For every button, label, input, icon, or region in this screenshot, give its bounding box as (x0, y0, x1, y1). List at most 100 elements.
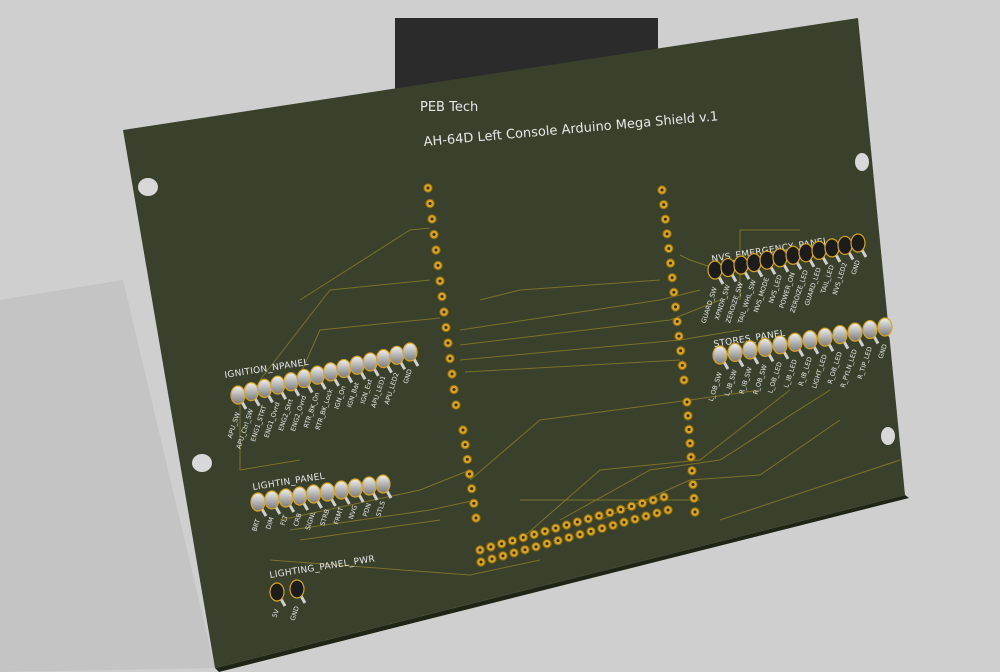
pad-hole (688, 441, 692, 445)
company-label: PEB Tech (420, 100, 478, 115)
pad-hole (622, 520, 626, 524)
mounting-hole (881, 427, 895, 445)
pad-hole (512, 551, 516, 555)
mounting-hole (192, 454, 212, 472)
pad-hole (442, 310, 446, 314)
pad-hole (543, 529, 547, 533)
pin-label: PDN (361, 502, 373, 518)
header-body (230, 385, 246, 405)
pad-hole (556, 539, 560, 543)
header-body (278, 488, 294, 508)
pad-hole (600, 526, 604, 530)
header-body (349, 355, 365, 375)
pad-hole (472, 501, 476, 505)
header-body (712, 345, 728, 365)
pad-hole (693, 510, 697, 514)
pin-header-nvs-emergency-panel: NVS_EMERGENCY_PANELGUARD_SWXPNDR_SWZEROI… (700, 233, 868, 325)
copper-trace (279, 469, 471, 521)
pad-hole (426, 186, 430, 190)
pad-hole (655, 511, 659, 515)
header-body (772, 335, 788, 355)
header-body (243, 382, 259, 402)
copper-trace (464, 359, 681, 373)
pad-hole (521, 536, 525, 540)
pad-hole (452, 388, 456, 391)
pad-hole (640, 501, 644, 505)
pad-hole (479, 560, 483, 564)
header-body (270, 375, 286, 395)
header-body (309, 365, 325, 385)
pad-hole (665, 232, 669, 236)
pad-hole (608, 511, 612, 515)
header-body (402, 342, 418, 362)
pad-hole (534, 545, 538, 549)
header-body (785, 245, 801, 265)
header-body (333, 480, 349, 500)
pad-hole (448, 357, 452, 360)
pad-hole (463, 443, 467, 447)
pad-hole (432, 233, 436, 236)
pad-hole (666, 508, 670, 512)
copper-trace (239, 390, 301, 471)
pad-hole (465, 457, 469, 461)
header-body (862, 319, 878, 340)
pad-hole (630, 504, 634, 508)
header-body (362, 352, 378, 372)
header-body (850, 233, 866, 253)
pin-label: 5V (271, 608, 281, 619)
pin-headers: IGNITION_NPANELAPU_SWAPU_Ctrl_SWENG1_STR… (224, 233, 895, 622)
pin-label: FLT (279, 514, 290, 526)
pad-hole (474, 516, 478, 520)
header-body (347, 478, 363, 498)
pad-hole (454, 403, 458, 407)
header-body (305, 484, 322, 504)
pad-hole (470, 487, 474, 491)
copper-trace (299, 519, 441, 541)
pin-label: BRT (250, 518, 261, 532)
pad-hole (500, 542, 504, 546)
copper-trace (739, 229, 800, 300)
header-body (811, 240, 827, 260)
header-body (289, 579, 305, 599)
pad-hole (438, 279, 442, 283)
header-body (759, 250, 775, 270)
pad-hole (692, 496, 696, 500)
header-body (264, 490, 280, 510)
pad-hole (450, 372, 454, 376)
header-body (389, 345, 405, 365)
pad-hole (679, 349, 683, 353)
pad-hole (489, 545, 493, 549)
pad-hole (434, 248, 438, 252)
copper-trace (259, 279, 431, 381)
pad-hole (468, 472, 471, 476)
pad-hole (545, 542, 549, 546)
copper-trace (459, 299, 721, 346)
pad-hole (444, 326, 448, 329)
pad-hole (490, 557, 494, 561)
copper-trace (269, 559, 541, 576)
pad-hole (677, 334, 681, 338)
pad-hole (651, 498, 655, 502)
header-body (283, 372, 299, 392)
copper-trace (289, 499, 477, 531)
header-body (798, 243, 814, 263)
header-body (877, 317, 893, 337)
header-body (802, 330, 818, 350)
pad-hole (501, 554, 505, 558)
pad-hole (567, 536, 571, 540)
header-body (375, 474, 391, 494)
pad-hole (575, 520, 579, 524)
pad-hole (633, 517, 637, 521)
pad-hole (586, 517, 590, 521)
mounting-hole (138, 178, 158, 196)
pad-hole (680, 363, 684, 367)
pad-hole (672, 290, 676, 294)
pad-hole (478, 548, 482, 552)
header-body (336, 358, 352, 379)
copper-trace (479, 279, 661, 301)
pad-hole (428, 202, 432, 205)
header-body (832, 325, 848, 345)
pad-hole (565, 523, 569, 527)
header-body (837, 235, 853, 256)
